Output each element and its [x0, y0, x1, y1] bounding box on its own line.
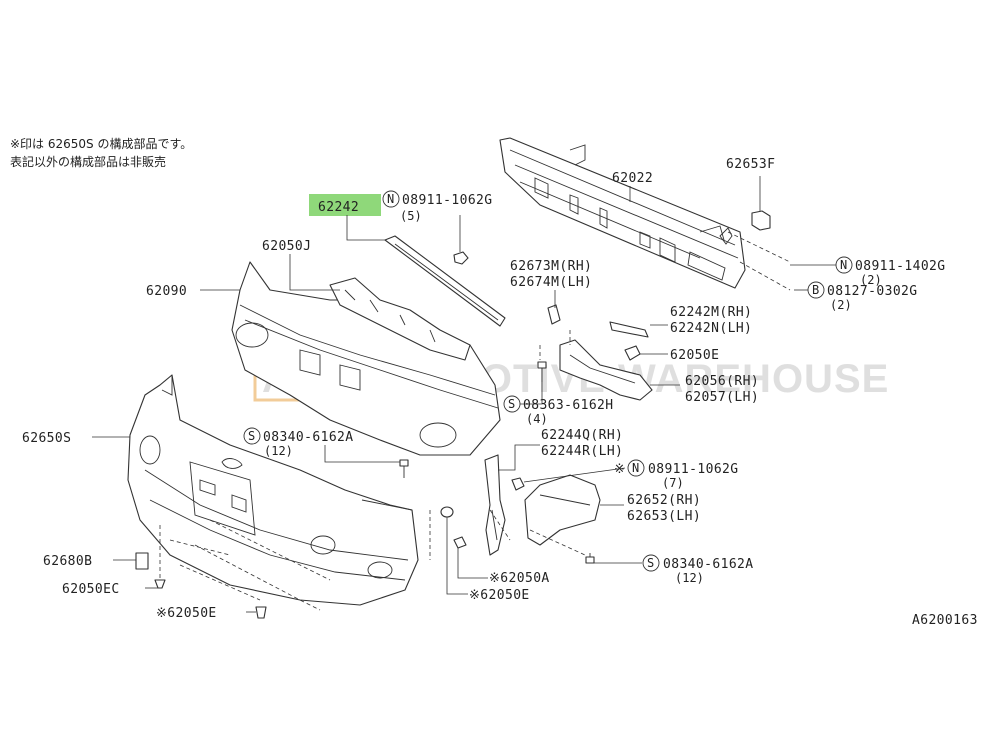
- screw-08340-a[interactable]: [399, 459, 409, 478]
- label-62673M: 62673M(RH): [510, 259, 592, 274]
- label-62653: 62653(LH): [627, 509, 701, 524]
- screw-08340-b[interactable]: [585, 553, 595, 564]
- label-08363-6162H: 08363-6162H: [523, 398, 614, 413]
- nut-symbol-3-label: N: [632, 461, 639, 475]
- label-08340-6162A-b-qty: (12): [675, 571, 704, 585]
- retainer-62673M[interactable]: [547, 304, 561, 325]
- label-08911-1062G-side-qty: (7): [662, 476, 684, 490]
- label-62056: 62056(RH): [685, 374, 759, 389]
- part-labels: 62242 08911-1062G (5) 62022 62653F 62050…: [22, 157, 978, 628]
- clip-62050E-bottom[interactable]: [255, 606, 267, 619]
- label-08340-6162A-b: 08340-6162A: [663, 557, 754, 572]
- label-62050J: 62050J: [262, 239, 311, 254]
- label-62244Q: 62244Q(RH): [541, 428, 623, 443]
- nut-symbol-1: [382, 190, 400, 208]
- label-62652: 62652(RH): [627, 493, 701, 508]
- label-62653F: 62653F: [726, 157, 775, 172]
- label-62650S: 62650S: [22, 431, 71, 446]
- bracket-62680B[interactable]: [135, 552, 149, 570]
- label-62050EC: 62050EC: [62, 582, 120, 597]
- label-08911-1062G-side: 08911-1062G: [648, 462, 739, 477]
- label-08127-0302G-qty: (2): [830, 298, 852, 312]
- bolt-symbol-label: B: [812, 283, 819, 297]
- retainer-62242[interactable]: [384, 235, 506, 327]
- screw-symbol-1: [503, 395, 521, 413]
- label-62242M: 62242M(RH): [670, 305, 752, 320]
- screw-symbol-2: [243, 427, 261, 445]
- assembly-lines: [159, 231, 791, 611]
- diagram-id: A6200163: [912, 613, 978, 628]
- screw-08363[interactable]: [537, 361, 547, 382]
- extension-62652[interactable]: [524, 474, 601, 546]
- label-08340-6162A-a: 08340-6162A: [263, 430, 354, 445]
- screw-symbol-3-label: S: [647, 556, 654, 570]
- clip-62050A[interactable]: [453, 536, 467, 549]
- screw-symbol-1-label: S: [508, 397, 515, 411]
- label-62057: 62057(LH): [685, 390, 759, 405]
- label-62050E-low: ※62050E: [469, 588, 530, 603]
- fascia-62090[interactable]: [231, 261, 501, 456]
- nut-08911-1062G-side[interactable]: [511, 477, 525, 491]
- nut-symbol-1-label: N: [387, 192, 394, 206]
- screw-symbol-3: [642, 554, 660, 572]
- label-62022: 62022: [612, 171, 653, 186]
- label-08911-1062G-top: 08911-1062G: [402, 193, 493, 208]
- highlight-62242: [309, 194, 381, 216]
- label-08363-6162H-qty: (4): [526, 412, 548, 426]
- label-08127-0302G: 08127-0302G: [827, 284, 918, 299]
- clip-62050EC[interactable]: [154, 579, 166, 589]
- star-symbol-nut: ※: [614, 462, 625, 477]
- note-line-1: ※印は 62650S の構成部品です。: [10, 136, 192, 151]
- label-08911-1402G-qty: (2): [860, 273, 882, 287]
- label-62050A: ※62050A: [489, 571, 550, 586]
- label-62242N: 62242N(LH): [670, 321, 752, 336]
- part-62653F[interactable]: [751, 210, 771, 231]
- label-62090: 62090: [146, 284, 187, 299]
- label-62680B: 62680B: [43, 554, 92, 569]
- label-62674M: 62674M(LH): [510, 275, 592, 290]
- label-62244R: 62244R(LH): [541, 444, 623, 459]
- bolt-symbol: [807, 281, 825, 299]
- label-08340-6162A-a-qty: (12): [264, 444, 293, 458]
- label-62050E-top: 62050E: [670, 348, 719, 363]
- note-line-2: 表記以外の構成部品は非販売: [10, 154, 166, 169]
- label-08911-1062G-top-qty: (5): [400, 209, 422, 223]
- label-08911-1402G: 08911-1402G: [855, 259, 946, 274]
- retainer-62242M[interactable]: [609, 321, 649, 338]
- label-62242[interactable]: 62242: [318, 200, 359, 215]
- clip-62050E-low[interactable]: [440, 506, 454, 518]
- reinforcement-62022[interactable]: [499, 137, 746, 289]
- label-62050E-bottom: ※62050E: [156, 606, 217, 621]
- screw-symbol-2-label: S: [248, 429, 255, 443]
- symbols: N N B S S N ※ S: [243, 190, 853, 572]
- nut-symbol-3: [627, 459, 645, 477]
- nut-symbol-2-label: N: [840, 258, 847, 272]
- nut-08911-1062G-top[interactable]: [453, 251, 469, 265]
- leader-lines: [92, 176, 836, 613]
- bracket-62056-62057[interactable]: [559, 339, 653, 401]
- absorber-62050J[interactable]: [329, 277, 471, 361]
- nut-symbol-2: [835, 256, 853, 274]
